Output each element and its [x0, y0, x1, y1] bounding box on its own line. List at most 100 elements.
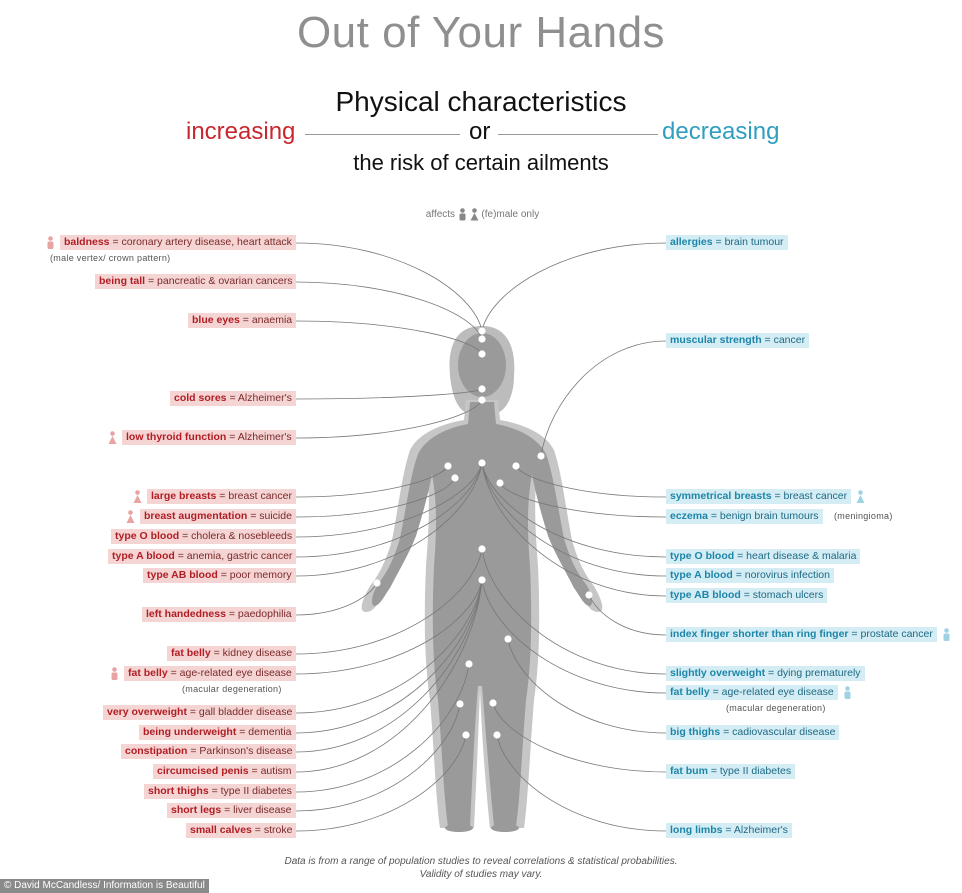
- increase-label-17: short thighs = type II diabetes: [144, 784, 296, 799]
- ailment-text: = anemia, gastric cancer: [174, 550, 293, 562]
- decrease-note-3: (meningioma): [834, 511, 893, 521]
- female-icon: [856, 490, 865, 504]
- ailment-text: = age-related eye disease: [709, 686, 834, 698]
- trait-text: type A blood: [670, 569, 733, 581]
- body-point: [537, 452, 545, 460]
- decrease-label-9: fat belly = age-related eye disease: [666, 685, 838, 700]
- legend-suffix: (fe)male only: [481, 209, 540, 221]
- decrease-label-3: eczema = benign brain tumours: [666, 509, 823, 524]
- ailment-text: = dementia: [236, 726, 292, 738]
- legend-prefix: affects: [425, 209, 456, 221]
- ailment-text: = breast cancer: [216, 490, 292, 502]
- body-point: [451, 474, 459, 482]
- increase-label-9: type AB blood = poor memory: [143, 568, 296, 583]
- decrease-label-2: symmetrical breasts = breast cancer: [666, 489, 852, 504]
- body-point: [444, 462, 452, 470]
- body-point: [478, 385, 486, 393]
- ailment-text: = Alzheimer's: [226, 392, 292, 404]
- ailment-text: = paedophilia: [225, 608, 292, 620]
- male-icon: [942, 628, 951, 642]
- ailment-text: = coronary artery disease, heart attack: [109, 236, 292, 248]
- body-points: [373, 327, 593, 739]
- body-point: [478, 327, 486, 335]
- heading: Physical characteristics: [335, 86, 627, 117]
- decrease-connector-12: [496, 734, 667, 832]
- trait-text: fat belly: [670, 686, 710, 698]
- female-icon: [470, 208, 479, 221]
- trait-text: left handedness: [146, 608, 226, 620]
- trait-text: type O blood: [115, 530, 180, 542]
- body-point: [478, 459, 486, 467]
- ailment-text: = breast cancer: [771, 490, 848, 502]
- increase-label-3: cold sores = Alzheimer's: [170, 391, 296, 406]
- male-icon: [459, 208, 466, 221]
- trait-text: fat bum: [670, 765, 708, 777]
- decrease-connector-2: [515, 465, 667, 498]
- ailment-text: = prostate cancer: [848, 628, 933, 640]
- increase-label-11: fat belly = kidney disease: [167, 646, 297, 661]
- decrease-label-8: slightly overweight = dying prematurely: [666, 666, 865, 681]
- ailment-text: = Alzheimer's: [722, 824, 788, 836]
- trait-text: slightly overweight: [670, 667, 766, 679]
- body-point: [512, 462, 520, 470]
- increase-connector-1: [295, 281, 483, 340]
- decrease-connector-0: [481, 242, 667, 332]
- trait-text: very overweight: [107, 706, 187, 718]
- decrease-note-9: (macular degeneration): [726, 703, 826, 713]
- increase-note-12: (macular degeneration): [182, 684, 282, 694]
- increase-label-10: left handedness = paedophilia: [142, 607, 296, 622]
- trait-text: blue eyes: [192, 314, 240, 326]
- female-icon: [108, 431, 117, 445]
- increase-connector-4: [295, 399, 483, 439]
- decrease-label-7: index finger shorter than ring finger = …: [666, 627, 937, 642]
- trait-text: type O blood: [670, 550, 735, 562]
- body-point: [478, 576, 486, 584]
- ailment-text: = heart disease & malaria: [734, 550, 857, 562]
- body-point: [478, 335, 486, 343]
- increasing-label: increasing: [186, 118, 296, 145]
- trait-text: low thyroid function: [126, 431, 227, 443]
- body-point: [478, 350, 486, 358]
- trait-text: type AB blood: [670, 589, 741, 601]
- increase-label-16: circumcised penis = autism: [153, 764, 296, 779]
- increase-label-18: short legs = liver disease: [167, 803, 296, 818]
- increase-connector-17: [295, 663, 470, 793]
- body-point: [462, 731, 470, 739]
- increase-connector-9: [295, 462, 483, 577]
- gender-legend: affects (fe)male only: [410, 208, 555, 221]
- footer-note: Data is from a range of population studi…: [0, 855, 962, 881]
- decrease-connector-4: [481, 462, 667, 558]
- trait-text: fat belly: [171, 647, 211, 659]
- body-point: [493, 731, 501, 739]
- ailment-text: = liver disease: [221, 804, 292, 816]
- decrease-label-10: big thighs = cadiovascular disease: [666, 725, 840, 740]
- increase-connector-16: [295, 579, 483, 773]
- ailment-text: = type II diabetes: [707, 765, 792, 777]
- increase-connector-11: [295, 548, 483, 655]
- trait-text: type AB blood: [147, 569, 218, 581]
- increase-label-14: being underweight = dementia: [139, 725, 296, 740]
- trait-text: symmetrical breasts: [670, 490, 772, 502]
- ailment-text: = benign brain tumours: [707, 510, 819, 522]
- trait-text: eczema: [670, 510, 708, 522]
- body-point: [496, 479, 504, 487]
- decrease-label-6: type AB blood = stomach ulcers: [666, 588, 828, 603]
- footer-line-2: Validity of studies may vary.: [419, 869, 543, 880]
- ailment-text: = cholera & nosebleeds: [179, 530, 293, 542]
- increase-connector-12: [295, 579, 483, 675]
- decrease-label-12: long limbs = Alzheimer's: [666, 823, 792, 838]
- ailment-text: = cancer: [761, 334, 806, 346]
- trait-text: big thighs: [670, 726, 721, 738]
- body-point: [504, 635, 512, 643]
- increase-label-4: low thyroid function = Alzheimer's: [122, 430, 296, 445]
- credit: © David McCandless/ Information is Beaut…: [0, 879, 209, 893]
- trait-text: long limbs: [670, 824, 723, 836]
- increase-connector-19: [295, 734, 467, 832]
- trait-text: allergies: [670, 236, 713, 248]
- page-title: Out of Your Hands: [296, 8, 666, 57]
- increase-note-0: (male vertex/ crown pattern): [50, 253, 171, 263]
- or-label: or: [469, 118, 491, 145]
- decrease-connector-6: [481, 462, 667, 597]
- trait-text: short thighs: [148, 785, 209, 797]
